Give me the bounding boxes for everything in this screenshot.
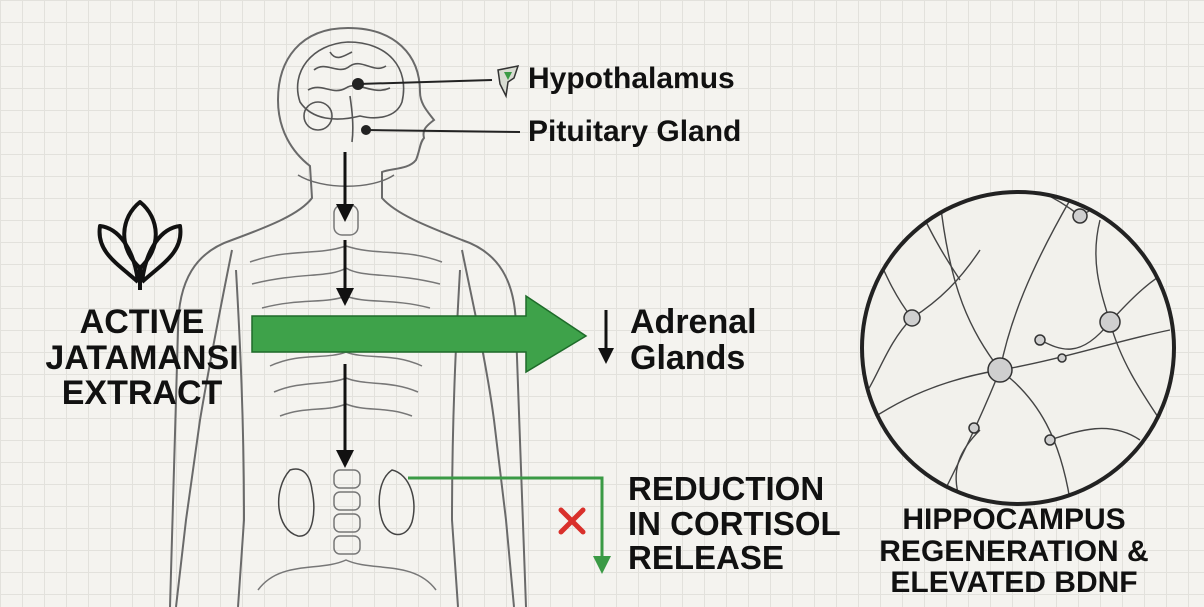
adrenal-line-2: Glands [630, 341, 757, 377]
adrenal-glands-label: Adrenal Glands [630, 305, 757, 376]
brain-illustration [298, 42, 404, 142]
hippocampus-line-3: ELEVATED BDNF [868, 567, 1160, 599]
reduction-line-1: REDUCTION [628, 472, 841, 507]
reduction-line-3: RELEASE [628, 541, 841, 576]
active-extract-line-1: ACTIVE [44, 305, 240, 341]
cascade-arrow-2 [336, 240, 354, 306]
hippocampus-neuron-circle [862, 185, 1174, 504]
active-extract-line-2: JATAMANSI [44, 341, 240, 377]
pituitary-gland-label: Pituitary Gland [528, 116, 741, 148]
active-extract-line-3: EXTRACT [44, 376, 240, 412]
hippocampus-line-1: HIPPOCAMPUS [868, 504, 1160, 536]
hypothalamus-icon [498, 66, 518, 96]
red-x-icon [561, 510, 583, 532]
hypothalamus-label: Hypothalamus [528, 63, 735, 95]
pituitary-leader-line [366, 130, 520, 132]
cortisol-reduction-label: REDUCTION IN CORTISOL RELEASE [628, 472, 841, 576]
hypothalamus-leader-line [358, 80, 492, 84]
leaf-sprout-icon [100, 202, 181, 290]
hippocampus-label: HIPPOCAMPUS REGENERATION & ELEVATED BDNF [868, 504, 1160, 599]
extract-green-arrow [252, 296, 586, 372]
down-arrow-icon [598, 310, 614, 364]
adrenal-line-1: Adrenal [630, 305, 757, 341]
cascade-arrow-1 [336, 152, 354, 222]
reduction-line-2: IN CORTISOL [628, 507, 841, 542]
hippocampus-line-2: REGENERATION & [868, 536, 1160, 568]
active-extract-label: ACTIVE JATAMANSI EXTRACT [44, 305, 240, 412]
